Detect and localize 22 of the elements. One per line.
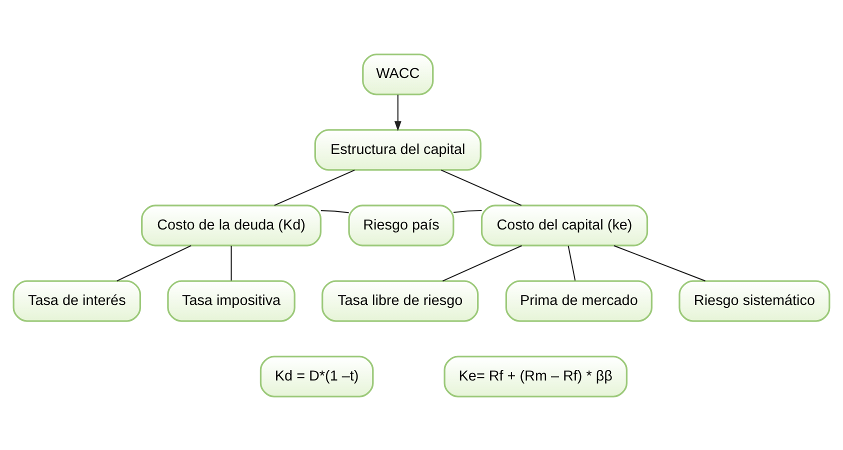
node-box: Riesgo sistemático <box>678 280 830 322</box>
node-box: Prima de mercado <box>505 280 653 322</box>
connector <box>116 244 192 281</box>
connector <box>568 245 576 280</box>
node-box: Ke= Rf + (Rm – Rf) * ββ <box>444 355 628 397</box>
connector <box>320 210 349 213</box>
connector <box>274 169 355 206</box>
node-box: Tasa de interés <box>12 280 142 322</box>
arrow <box>394 94 402 131</box>
node-box: Costo de la deuda (Kd) <box>141 204 322 246</box>
node-box: Tasa libre de riesgo <box>322 280 479 322</box>
node-box: Riesgo país <box>348 204 454 246</box>
node-box: Kd = D*(1 –t) <box>260 355 374 397</box>
connector <box>441 169 522 206</box>
connector <box>442 244 522 281</box>
node-box: Tasa impositiva <box>167 280 296 322</box>
connector <box>230 245 232 280</box>
connector <box>614 244 706 281</box>
node-box: WACC <box>362 53 434 95</box>
node-box: Costo del capital (ke) <box>480 204 648 246</box>
node-box: Estructura del capital <box>314 128 482 170</box>
connector <box>453 209 482 212</box>
